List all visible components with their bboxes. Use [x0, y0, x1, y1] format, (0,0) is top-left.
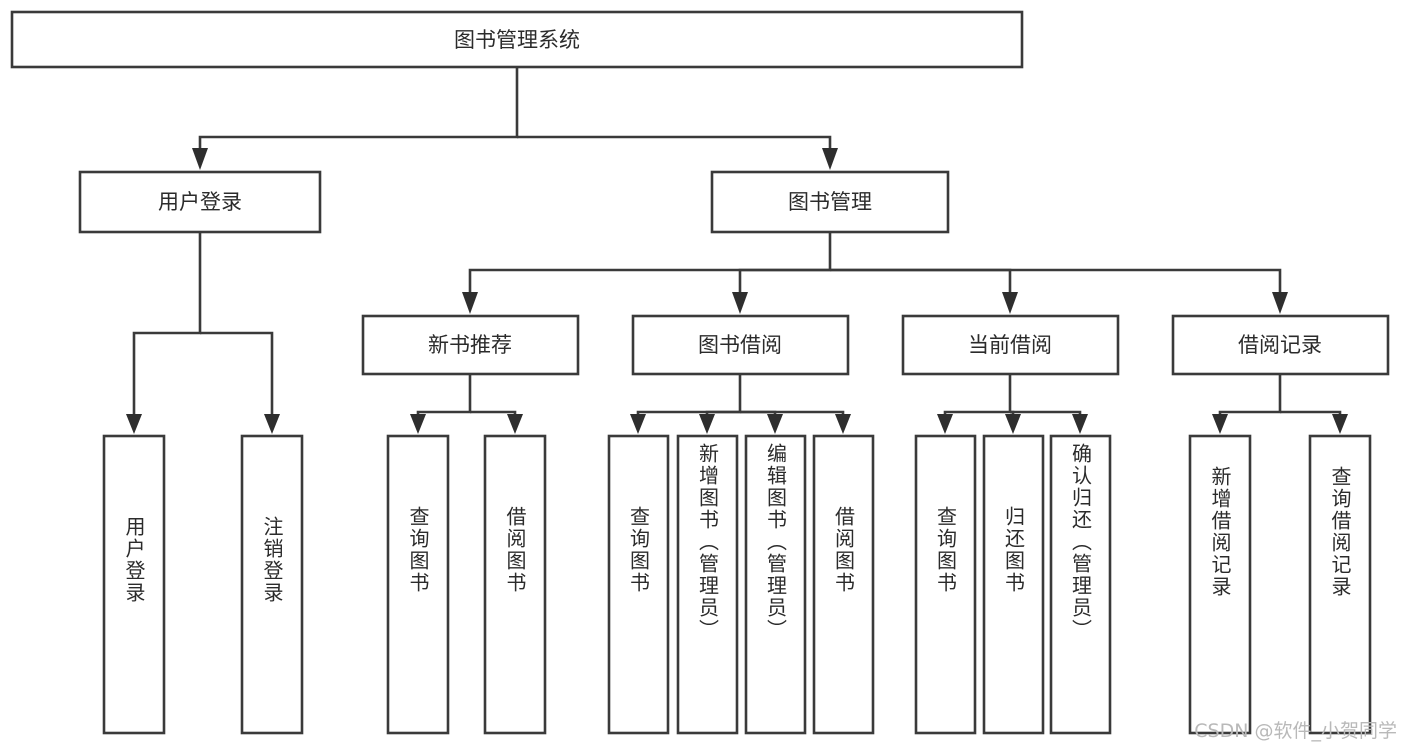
node-new-book-rec[interactable]: 新书推荐	[361, 314, 580, 376]
connector-user-login-to-leaves	[126, 232, 280, 434]
arrow-head-leaf-query-book-2	[630, 414, 646, 434]
arrow-head-leaf-borrow-book-2	[835, 414, 851, 434]
leaf-box-confirm-return[interactable]	[1049, 434, 1112, 735]
book-manage-box[interactable]	[710, 170, 950, 234]
book-borrow-box[interactable]	[631, 314, 850, 376]
leaf-box-query-book-2[interactable]	[607, 434, 670, 735]
arrow-head-leaf-add-record	[1212, 414, 1228, 434]
leaf-box-query-record[interactable]	[1308, 434, 1372, 735]
connector-new-book-rec-to-leaves	[410, 374, 523, 434]
new-book-rec-label: 新书推荐	[428, 333, 512, 357]
connector-root-book-manage	[517, 135, 832, 148]
arrow-head-leaf-edit-book	[767, 414, 783, 434]
current-borrow-label: 当前借阅	[968, 333, 1052, 357]
arrow-head-book-manage	[822, 148, 838, 170]
leaf-box-return-book[interactable]	[982, 434, 1045, 735]
borrow-record-box[interactable]	[1171, 314, 1390, 376]
node-book-manage[interactable]: 图书管理	[710, 170, 950, 234]
user-login-box[interactable]	[78, 170, 322, 234]
leaf-box-add-book[interactable]	[676, 434, 739, 735]
connector-borrow-record-to-leaves	[1212, 374, 1348, 434]
leaf-box-user-login[interactable]	[102, 434, 166, 735]
arrow-head-leaf-query-book-3	[937, 414, 953, 434]
connector-bb-leaf-query-book	[636, 374, 742, 416]
user-login-label: 用户登录	[158, 190, 242, 214]
connector-ul-leaf-user-login	[132, 232, 202, 414]
connector-bb-leaf-borrow-book	[740, 410, 845, 416]
arrow-head-leaf-return-book	[1005, 414, 1021, 434]
arrow-head-borrow-record	[1272, 292, 1288, 314]
node-current-borrow[interactable]: 当前借阅	[901, 314, 1120, 376]
leaf-box-borrow-book-2[interactable]	[812, 434, 875, 735]
node-borrow-record[interactable]: 借阅记录	[1171, 314, 1390, 376]
connector-bm-book-borrow	[738, 268, 830, 292]
arrow-head-leaf-user-login	[126, 414, 142, 434]
connector-bm-borrow-record	[830, 268, 1282, 292]
book-manage-label: 图书管理	[788, 190, 872, 214]
connector-br-leaf-add-record	[1218, 374, 1282, 416]
book-borrow-label: 图书借阅	[698, 333, 782, 357]
arrow-head-leaf-logout	[264, 414, 280, 434]
leaf-box-edit-book[interactable]	[744, 434, 807, 735]
connector-bm-current-borrow	[830, 268, 1012, 292]
connector-book-manage-to-level2	[462, 232, 1288, 314]
arrow-head-new-book-rec	[462, 292, 478, 314]
connector-book-borrow-to-leaves	[630, 374, 851, 434]
connector-cb-leaf-query-book	[943, 374, 1012, 416]
csdn-watermark: CSDN @软件_小贺同学	[1194, 720, 1397, 742]
connector-br-leaf-query-record	[1280, 410, 1342, 416]
current-borrow-box[interactable]	[901, 314, 1120, 376]
root-box[interactable]	[10, 10, 1024, 69]
connector-bm-new-book-rec	[468, 232, 832, 292]
arrow-head-leaf-borrow-book-1	[507, 414, 523, 434]
arrow-head-current-borrow	[1002, 292, 1018, 314]
arrow-head-leaf-query-book-1	[410, 414, 426, 434]
connector-ul-leaf-logout	[200, 331, 274, 414]
node-book-borrow[interactable]: 图书借阅	[631, 314, 850, 376]
node-root[interactable]: 图书管理系统	[10, 10, 1024, 69]
leaf-box-borrow-book-1[interactable]	[483, 434, 547, 735]
new-book-rec-box[interactable]	[361, 314, 580, 376]
arrow-head-user-login	[192, 148, 208, 170]
leaf-box-add-record[interactable]	[1188, 434, 1252, 735]
leaf-box-query-book-1[interactable]	[386, 434, 450, 735]
leaf-box-query-book-3[interactable]	[914, 434, 977, 735]
connector-nbr-leaf-query-book	[416, 374, 472, 416]
connector-root-user-login	[198, 67, 519, 148]
arrow-head-leaf-confirm-return	[1072, 414, 1088, 434]
connector-current-borrow-to-leaves	[937, 374, 1088, 434]
node-user-login[interactable]: 用户登录	[78, 170, 322, 234]
arrow-head-book-borrow	[732, 292, 748, 314]
arrow-head-leaf-query-record	[1332, 414, 1348, 434]
connector-root-to-level1	[192, 67, 838, 170]
leaf-box-logout[interactable]	[240, 434, 304, 735]
root-label: 图书管理系统	[454, 28, 580, 52]
borrow-record-label: 借阅记录	[1238, 333, 1322, 357]
arrow-head-leaf-add-book	[699, 414, 715, 434]
